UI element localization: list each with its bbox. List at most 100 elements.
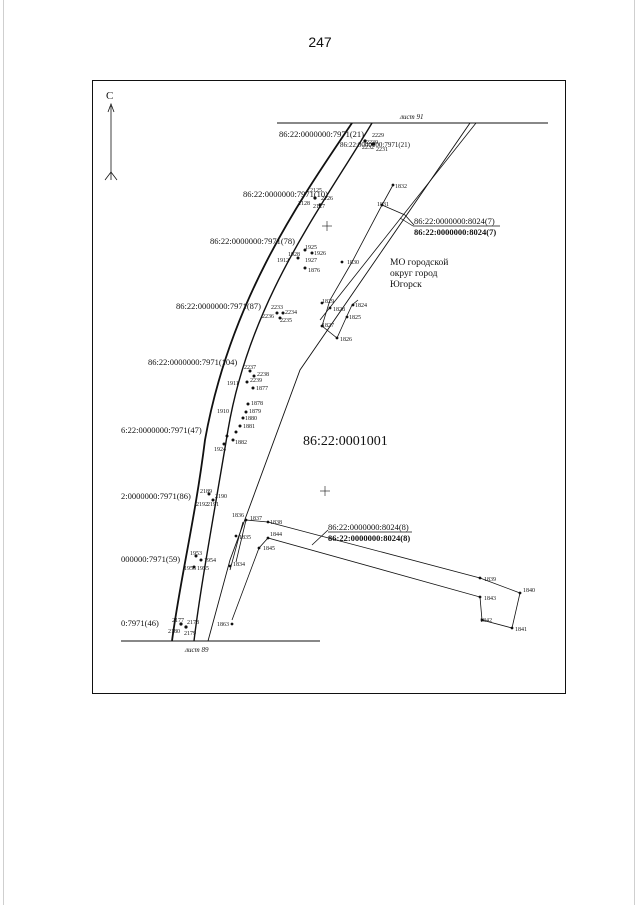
point-label-1845: 1845 [263, 546, 275, 552]
point-label-1881: 1881 [243, 424, 255, 430]
point-label-1841: 1841 [515, 627, 527, 633]
parcel-label-21: 86:22:0000000:7971(21) [279, 129, 364, 139]
point-label-2128: 2128 [298, 201, 310, 207]
scan-edge-right [634, 0, 635, 905]
vertex-dots [179, 139, 522, 630]
point-label-1837: 1837 [250, 516, 262, 522]
point-label-1834: 1834 [233, 562, 245, 568]
point-label-2229: 2229 [372, 133, 384, 139]
point-label-1838: 1838 [270, 520, 282, 526]
parcel-label-59: 000000:7971(59) [121, 554, 180, 564]
callout-8024-8-line-1: 86:22:0000000:8024(8) [328, 522, 409, 532]
point-label-1831: 1831 [377, 202, 389, 208]
point-label-2178: 2178 [187, 620, 199, 626]
parcel-label-46: 0:7971(46) [121, 618, 159, 628]
point-label-2126: 2126 [321, 196, 333, 202]
point-label-2189: 2189 [200, 489, 212, 495]
point-label-2238: 2238 [257, 372, 269, 378]
point-label-2235: 2235 [280, 318, 292, 324]
point-label-2236: 2236 [262, 314, 274, 320]
parcel-label-87: 86:22:0000000:7971(87) [176, 301, 261, 311]
block-label: 86:22:0001001 [303, 434, 388, 449]
point-label-1928: 1928 [288, 252, 300, 258]
point-label-1910: 1910 [217, 409, 229, 415]
point-label-1956: 1956 [184, 566, 196, 572]
callout-lines [328, 217, 500, 533]
parcel-label-86: 2:0000000:7971(86) [121, 491, 191, 501]
point-label-1876: 1876 [308, 268, 320, 274]
point-label-1842: 1842 [480, 618, 492, 624]
parcel-label-21b: 86:22:0000000:7971(21) [340, 141, 411, 149]
point-label-1863: 1863 [217, 622, 229, 628]
point-label-2239: 2239 [250, 378, 262, 384]
point-label-1882: 1882 [235, 440, 247, 446]
point-label-1927: 1927 [305, 258, 317, 264]
scan-edge-left [3, 0, 4, 905]
map-frame [92, 80, 566, 694]
region-label-line-2: округ город [390, 269, 438, 279]
north-label: С [106, 90, 113, 102]
point-label-1836: 1836 [232, 513, 244, 519]
point-label-1830: 1830 [347, 260, 359, 266]
point-label-1827: 1827 [322, 323, 334, 329]
point-label-1925: 1925 [305, 245, 317, 251]
corridor-right [207, 122, 471, 642]
point-label-2180: 2180 [168, 629, 180, 635]
point-label-2237: 2237 [244, 365, 256, 371]
point-label-1953: 1953 [190, 551, 202, 557]
point-label-1832: 1832 [395, 184, 407, 190]
point-label-1877: 1877 [256, 386, 268, 392]
point-label-1954: 1954 [204, 558, 216, 564]
point-label-2177: 2177 [172, 618, 184, 624]
point-label-1880: 1880 [245, 416, 257, 422]
point-label-1911: 1911 [227, 381, 239, 387]
point-label-1825: 1825 [349, 315, 361, 321]
sheet-label-top: лист 91 [399, 113, 423, 121]
point-label-2179: 2179 [184, 631, 196, 637]
grid-crosses [320, 221, 332, 496]
point-label-2234: 2234 [285, 310, 297, 316]
corridor-outer-left [171, 122, 353, 642]
point-label-1840: 1840 [523, 588, 535, 594]
point-label-2231: 2231 [376, 147, 388, 153]
point-label-1878: 1878 [251, 401, 263, 407]
point-label-2191: 2191 [207, 502, 219, 508]
point-label-2190: 2190 [215, 494, 227, 500]
point-label-1828: 1828 [333, 307, 345, 313]
point-labels: 2229 2230 2231 2232 1832 1831 1830 1829 … [168, 133, 535, 637]
point-label-2230: 2230 [366, 140, 378, 146]
corridor-inner [193, 122, 373, 642]
callout-8024-8-line-2: 86:22:0000000:8024(8) [328, 533, 410, 543]
point-label-1844: 1844 [270, 532, 282, 538]
page-number: 247 [308, 34, 332, 50]
point-label-1912: 1912 [277, 258, 289, 264]
point-label-2233: 2233 [271, 305, 283, 311]
north-arrow [104, 102, 118, 181]
parcel-8024-8-outline [229, 519, 521, 629]
sheet-lines [121, 122, 548, 642]
corridor-lines [171, 122, 477, 642]
point-label-2232: 2232 [362, 145, 374, 151]
point-label-1826: 1826 [340, 337, 352, 343]
point-label-1839: 1839 [484, 577, 496, 583]
callout-8024-7-line-2: 86:22:0000000:8024(7) [414, 227, 496, 237]
parcel-label-78: 86:22:0000000:7971(78) [210, 236, 295, 246]
point-label-1926: 1926 [314, 251, 326, 257]
region-label-line-3: Югорск [390, 280, 422, 290]
point-label-1879: 1879 [249, 409, 261, 415]
parcel-label-104: 86:22:0000000:7971(104) [148, 357, 237, 367]
point-label-1843: 1843 [484, 596, 496, 602]
parcel-label-10: 86:22:0000000:7971(10) [243, 189, 328, 199]
point-label-1955: 1955 [197, 566, 209, 572]
parcel-labels: 86:22:0000000:7971(21) 86:22:0000000:797… [121, 129, 411, 628]
point-label-2125: 2125 [310, 188, 322, 194]
point-label-1924: 1924 [214, 447, 226, 453]
region-label-line-1: МО городской [390, 257, 448, 268]
callout-8024-7-line-1: 86:22:0000000:8024(7) [414, 216, 495, 226]
sheet-label-bottom: лист 89 [184, 646, 209, 654]
point-label-1835: 1835 [239, 535, 251, 541]
point-label-2127: 2127 [313, 204, 325, 210]
corridor-right-edge [319, 122, 477, 321]
point-label-2192: 2192 [196, 502, 208, 508]
